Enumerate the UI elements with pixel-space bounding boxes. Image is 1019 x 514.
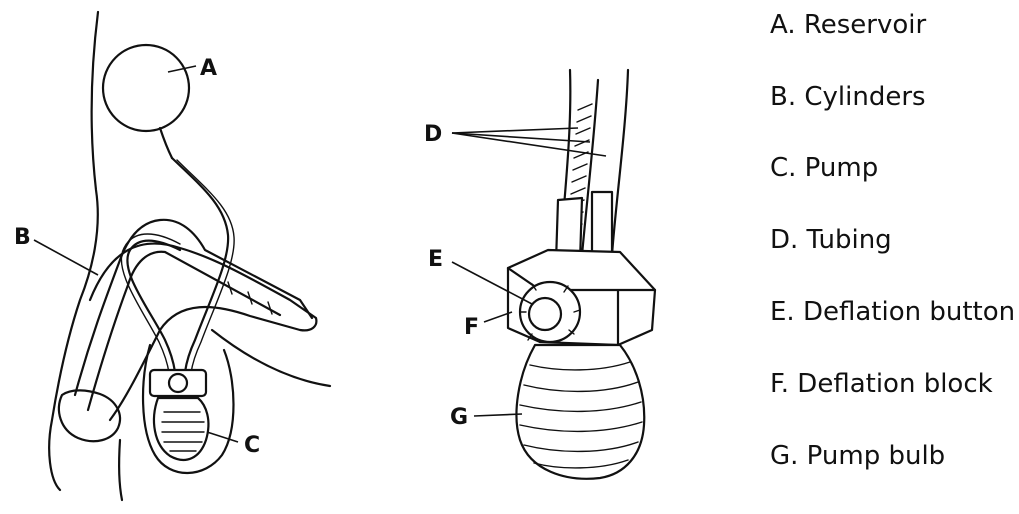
legend-item-deflation-button: E. Deflation button — [770, 297, 1016, 327]
legend-item-deflation-block: F. Deflation block — [770, 369, 993, 399]
reservoir — [101, 43, 191, 133]
pump-closeup-figure — [506, 68, 657, 480]
reservoir-tubing — [170, 156, 230, 374]
callout-b-label: B — [14, 225, 31, 250]
cylinder-tubing — [126, 239, 182, 374]
callout-a: A — [167, 56, 217, 81]
anatomy-figure — [48, 10, 332, 502]
tubing-outer-right — [610, 68, 630, 257]
callout-f-label: F — [464, 315, 479, 340]
body-outline-lower — [118, 438, 124, 502]
legend-item-reservoir: A. Reservoir — [770, 10, 927, 40]
callout-d: D — [424, 122, 607, 157]
pump-bulb-ribs — [161, 411, 205, 452]
cylinder-tubing-inner — [120, 233, 181, 374]
callout-g: G — [450, 405, 523, 430]
callout-d-label: D — [424, 122, 442, 147]
callout-c: C — [206, 431, 260, 458]
legend-item-tubing: D. Tubing — [770, 225, 892, 255]
pump-bulb-closeup-ribs — [519, 361, 643, 469]
body-outline — [48, 10, 100, 492]
deflation-ring-ticks — [519, 283, 581, 341]
scrotum-outline — [141, 343, 235, 475]
cylinder-segment-marks — [227, 281, 273, 315]
callout-e-label: E — [428, 247, 443, 272]
implant-diagram: A B C D E F — [14, 10, 657, 502]
pump-button — [167, 372, 189, 394]
shaft-outline — [88, 242, 318, 422]
callout-a-label: A — [200, 56, 217, 81]
cylinder-upper — [73, 218, 314, 397]
callout-g-label: G — [450, 405, 468, 430]
callout-c-label: C — [244, 433, 260, 458]
legend-item-pump: C. Pump — [770, 153, 879, 183]
callout-b: B — [14, 225, 99, 276]
tubing-mid — [580, 78, 600, 257]
legend-item-pump-bulb: G. Pump bulb — [770, 441, 946, 471]
thigh-outline — [210, 328, 332, 388]
legend-item-cylinders: B. Cylinders — [770, 82, 926, 112]
reservoir-neck — [158, 126, 174, 160]
pump-bulb — [152, 396, 210, 461]
deflation-button — [527, 296, 563, 332]
glans-outline — [57, 389, 122, 443]
callout-f: F — [464, 311, 513, 340]
tubing-connector-right — [590, 190, 614, 260]
cylinder-lower — [86, 250, 282, 412]
callout-e: E — [428, 247, 533, 305]
legend: A. Reservoir B. Cylinders C. Pump D. Tub… — [770, 0, 1019, 514]
reservoir-tubing-inner — [176, 159, 235, 374]
